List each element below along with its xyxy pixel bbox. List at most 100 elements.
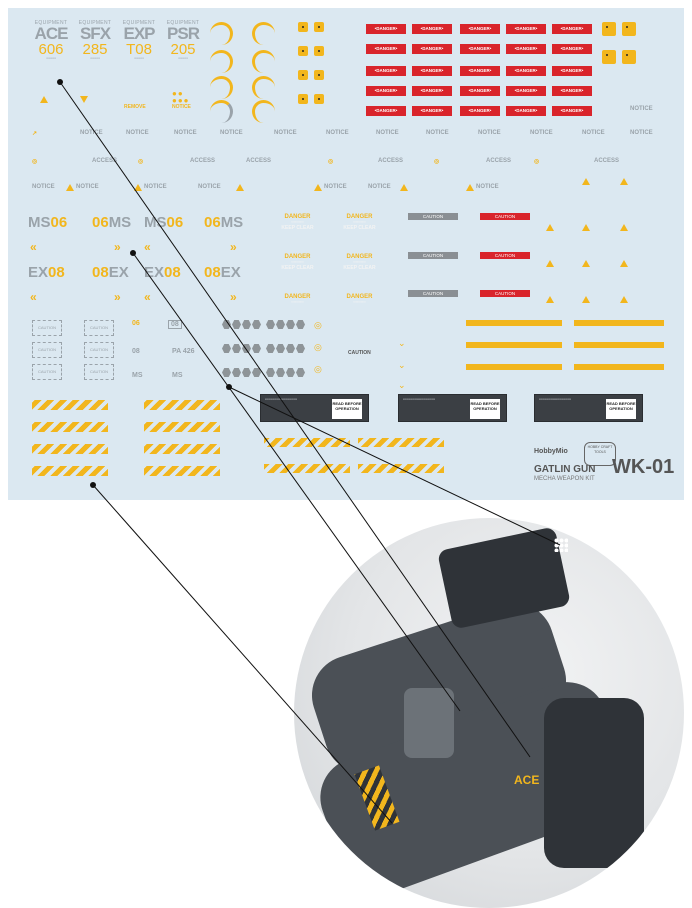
keep-clear-label: KEEP CLEAR — [281, 264, 314, 271]
caution-box: CAUTION — [32, 342, 62, 358]
caution-box: CAUTION — [84, 364, 114, 380]
gun-right-body — [544, 698, 644, 868]
danger-strip: •DANGER• — [366, 106, 406, 116]
brand-badge: HOBBY CRAFT TOOLS — [584, 442, 616, 466]
hazard-stripe — [144, 444, 220, 454]
pa-label: PA 426 — [172, 348, 195, 355]
hazard-stripe — [358, 464, 444, 473]
chevron-left-icon: « — [144, 240, 151, 254]
small-number: 06 — [132, 320, 140, 327]
dots-icon: ●●●●● — [172, 89, 190, 105]
chevron-down-icon: ⌄ — [398, 380, 406, 390]
notice-label: NOTICE — [198, 184, 221, 190]
hazard-stripe — [32, 466, 108, 476]
warning-triangle-icon — [400, 184, 408, 191]
danger-keep-clear: DANGER ▪▪▪▪▪▪▪▪▪▪ — [270, 294, 325, 305]
hex-cluster — [266, 368, 306, 378]
caution-bar: CAUTION — [408, 290, 458, 297]
access-label: ACCESS — [246, 158, 272, 164]
arc-gauge-icon — [210, 100, 233, 123]
hex-cluster — [266, 344, 306, 354]
arc-gauge-icon — [252, 76, 275, 99]
ms-block: 06MS — [204, 214, 243, 231]
ace-decal-text: ACE — [514, 773, 540, 787]
ex-block: EX08 — [28, 264, 65, 281]
ms-text: MS — [220, 214, 244, 231]
danger-keep-clear: DANGER ▪▪▪▪▪▪▪▪▪▪ — [332, 294, 387, 305]
hazard-stripe — [264, 438, 350, 447]
danger-strip: •DANGER• — [506, 44, 546, 54]
danger-heading: DANGER — [284, 254, 311, 260]
hex-cluster — [222, 320, 262, 330]
caution-box: CAUTION — [32, 364, 62, 380]
leader-dot — [130, 250, 136, 256]
notice-label: NOTICE — [478, 130, 501, 136]
read-before-plate: ▪▪▪▪▪▪▪▪▪▪▪▪▪▪▪▪▪▪▪▪▪▪▪▪▪▪▪▪▪▪ READ BEFO… — [534, 394, 643, 422]
danger-strip: •DANGER• — [460, 24, 500, 34]
danger-strip: •DANGER• — [412, 86, 452, 96]
hex-cluster — [266, 320, 306, 330]
radiation-icon — [602, 22, 616, 36]
radiation-icon — [314, 94, 324, 104]
hazard-stripe — [32, 444, 108, 454]
notice-label: NOTICE — [32, 184, 55, 190]
warning-triangle-icon — [620, 178, 628, 185]
danger-strip: •DANGER• — [412, 44, 452, 54]
equipment-caption: EQUIPMENT — [34, 20, 68, 26]
ms-text: MS — [28, 214, 51, 231]
ex-block: 08EX — [204, 264, 241, 281]
read-before-label: READ BEFORE OPERATION — [470, 399, 500, 419]
equipment-sfx: EQUIPMENT SFX 285 ▪▪▪▪▪▪▪▪▪ — [74, 20, 116, 90]
danger-strip: •DANGER• — [552, 106, 592, 116]
danger-keep-clear: DANGER ▪▪▪▪▪▪▪▪▪▪ KEEP CLEAR — [270, 254, 325, 271]
caution-bar: CAUTION — [408, 252, 458, 259]
equipment-fine-print: ▪▪▪▪▪▪▪▪▪ — [134, 56, 144, 60]
warning-triangle-icon — [546, 296, 554, 303]
arc-gauge-icon — [210, 50, 233, 73]
warning-triangle-icon — [546, 224, 554, 231]
warning-triangle-icon — [66, 184, 74, 191]
danger-keep-clear: DANGER ▪▪▪▪▪▪▪▪▪▪ KEEP CLEAR — [332, 254, 387, 271]
equipment-exp: EQUIPMENT EXP T08 ▪▪▪▪▪▪▪▪▪ — [118, 20, 160, 90]
arc-gauge-icon — [210, 76, 233, 99]
access-icon: ◎ — [534, 159, 540, 165]
ms-number: 06 — [204, 214, 221, 231]
keep-clear-label: KEEP CLEAR — [343, 264, 376, 271]
leader-dot — [90, 482, 96, 488]
notice-label: NOTICE — [530, 130, 553, 136]
yellow-stripe — [466, 364, 562, 370]
leader-dot — [226, 384, 232, 390]
danger-keep-clear: DANGER ▪▪▪▪▪▪▪▪▪▪ KEEP CLEAR — [270, 214, 325, 231]
warning-triangle-icon — [620, 224, 628, 231]
ex-number: 08 — [92, 264, 109, 281]
access-icon: ◎ — [434, 159, 440, 165]
equipment-ace: EQUIPMENT ACE 606 ▪▪▪▪▪▪▪▪▪ — [30, 20, 72, 90]
chevron-left-icon: « — [30, 240, 37, 254]
yellow-stripe — [574, 320, 664, 326]
arc-gauge-icon — [210, 22, 233, 45]
leader-line — [132, 252, 461, 712]
notice-label: NOTICE — [476, 184, 499, 190]
access-label: ACCESS — [486, 158, 512, 164]
warning-triangle-icon — [134, 184, 142, 191]
product-code: WK-01 — [612, 456, 675, 478]
leader-line — [228, 386, 561, 546]
notice-label: NOTICE — [144, 184, 167, 190]
leader-line — [92, 484, 393, 824]
yellow-stripe — [574, 364, 664, 370]
warning-triangle-icon — [620, 260, 628, 267]
ace-decal-on-gun: ACE — [514, 773, 539, 787]
chevron-right-icon: » — [230, 240, 237, 254]
notice-label: NOTICE — [376, 130, 399, 136]
danger-strip: •DANGER• — [412, 106, 452, 116]
warning-triangle-icon — [314, 184, 322, 191]
hex-cluster — [222, 344, 262, 354]
notice-label: NOTICE — [426, 130, 449, 136]
keep-clear-label: KEEP CLEAR — [281, 224, 314, 231]
radiation-icon — [298, 46, 308, 56]
notice-label: NOTICE — [174, 130, 197, 136]
plate-fine-print: ▪▪▪▪▪▪▪▪▪▪▪▪▪▪▪▪▪▪▪▪▪▪▪▪▪▪▪▪▪▪ — [539, 397, 571, 401]
brand-logo: HobbyMio — [534, 448, 568, 455]
warning-triangle-icon — [40, 96, 48, 103]
access-icon: ◎ — [328, 159, 334, 165]
